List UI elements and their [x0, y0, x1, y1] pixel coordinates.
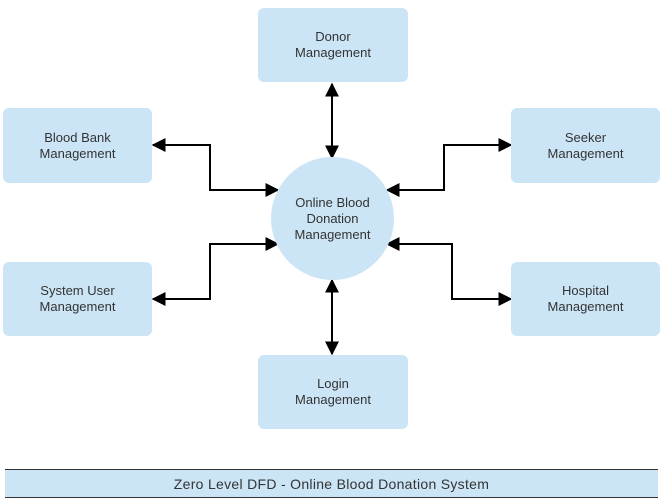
- node-hospital-management: Hospital Management: [511, 262, 660, 336]
- edge-center-bloodbank: [151, 138, 280, 197]
- diagram-caption: Zero Level DFD - Online Blood Donation S…: [5, 469, 658, 498]
- node-seeker-management: Seeker Management: [511, 108, 660, 183]
- node-donor-management: Donor Management: [258, 8, 408, 82]
- node-blood-bank-management: Blood Bank Management: [3, 108, 152, 183]
- edge-center-systemuser: [151, 237, 280, 306]
- node-system-user-management: System User Management: [3, 262, 152, 336]
- edge-center-hospital: [385, 237, 513, 306]
- node-login-management: Login Management: [258, 355, 408, 429]
- node-online-blood-donation-management: Online Blood Donation Management: [271, 157, 394, 280]
- edge-center-seeker: [385, 138, 513, 197]
